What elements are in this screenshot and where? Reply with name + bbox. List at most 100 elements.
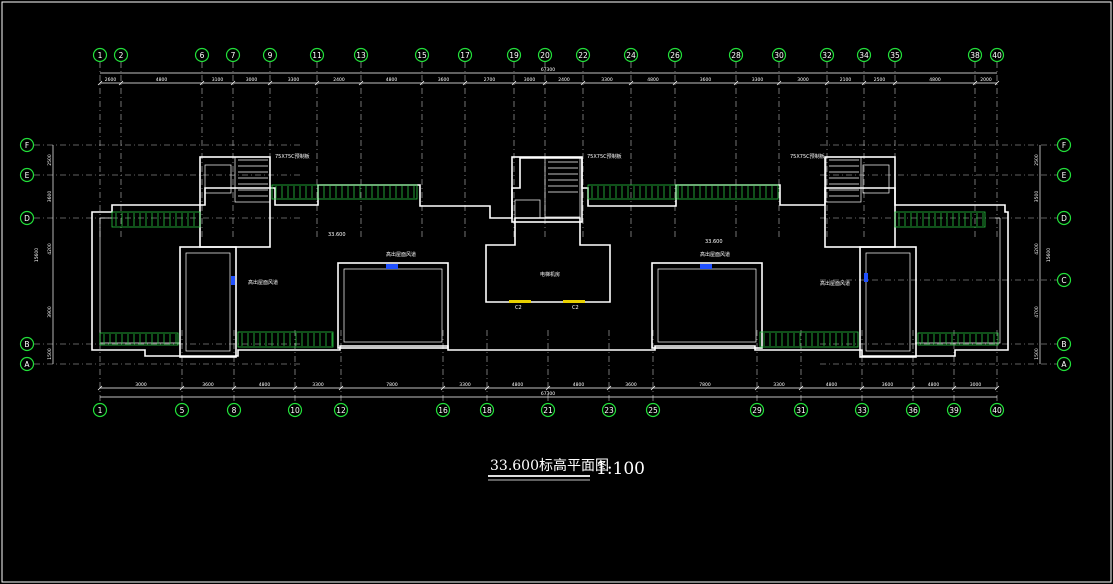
axis-bubble-bottom-39: 39: [946, 402, 962, 418]
dim-top-tick: [118, 80, 124, 86]
dim-top-text: 2100: [840, 77, 852, 83]
dim-bottom-total: 67300: [541, 391, 555, 397]
axis-bubble-top-20: 20: [537, 47, 553, 63]
dim-top-tick: [542, 80, 548, 86]
dim-top-text: 3000: [246, 77, 258, 83]
axis-bubble-right-F: F: [1056, 137, 1072, 153]
axis-bubble-bottom-1-label: 1: [98, 406, 103, 415]
axis-bubble-bottom-10-label: 10: [290, 406, 300, 415]
axis-bubble-bottom-33-label: 33: [857, 406, 867, 415]
elevation-right-label: 33.600: [705, 239, 723, 245]
axis-bubble-right-D: D: [1056, 210, 1072, 226]
dim-bottom-text: 7800: [699, 382, 711, 388]
drawing-scale: 1:100: [596, 459, 645, 479]
dim-bottom-text: 3300: [459, 382, 471, 388]
vent-marker-3: [231, 276, 235, 285]
dim-bottom-text: 3300: [312, 382, 324, 388]
axis-bubble-top-40: 40: [989, 47, 1005, 63]
axis-bubble-bottom-39-label: 39: [949, 406, 959, 415]
dim-top-tick: [97, 80, 103, 86]
axis-bubble-top-32: 32: [819, 47, 835, 63]
dim-top-tick: [776, 80, 782, 86]
dim-bottom-text: 7800: [386, 382, 398, 388]
dim-top-text: 2000: [980, 77, 992, 83]
dim-top-tick: [314, 80, 320, 86]
axis-bubble-top-2: 2: [113, 47, 129, 63]
axis-bubble-left-B: B: [19, 336, 35, 352]
axis-bubble-bottom-23-label: 23: [604, 406, 614, 415]
axis-bubble-bottom-8: 8: [226, 402, 242, 418]
dim-bottom-tick: [338, 385, 344, 391]
axis-bubble-left-D-label: D: [24, 214, 30, 223]
axis-bubble-top-22: 22: [575, 47, 591, 63]
machine-room-label: 电梯机房: [540, 271, 560, 278]
axis-bubble-top-15: 15: [414, 47, 430, 63]
dim-top-text: 4800: [386, 77, 398, 83]
vent-marker-1: [386, 264, 398, 269]
axis-bubble-top-17: 17: [457, 47, 473, 63]
dim-top-tick: [824, 80, 830, 86]
axis-bubble-top-34-label: 34: [859, 51, 869, 60]
dim-left-total: 15600: [34, 248, 40, 262]
window-c2-right: [563, 300, 585, 303]
axis-bubble-top-1-label: 1: [98, 51, 103, 60]
dim-left-text: 1500: [47, 348, 53, 360]
dim-top-tick: [419, 80, 425, 86]
dim-top-text: 3600: [700, 77, 712, 83]
axis-bubble-top-35: 35: [887, 47, 903, 63]
dim-top-tick: [358, 80, 364, 86]
axis-bubble-right-A: A: [1056, 356, 1072, 372]
axis-bubble-right-C-label: C: [1061, 276, 1066, 285]
axis-bubble-top-2-label: 2: [119, 51, 124, 60]
axis-bubble-bottom-5: 5: [174, 402, 190, 418]
building-outline: [91, 156, 1009, 358]
axis-bubble-top-19-label: 19: [509, 51, 519, 60]
dim-bottom-text: 4800: [259, 382, 271, 388]
dim-top-text: 4800: [929, 77, 941, 83]
stair-right-label: 75X75C预制板: [790, 153, 825, 160]
dim-top-text: 3000: [797, 77, 809, 83]
axis-bubble-bottom-12: 12: [333, 402, 349, 418]
dim-top-text: 2500: [874, 77, 886, 83]
dim-bottom-tick: [97, 385, 103, 391]
axis-bubble-left-A-label: A: [24, 360, 30, 369]
axis-bubble-bottom-1: 1: [92, 402, 108, 418]
vent-marker-4: [864, 273, 868, 282]
dim-bottom-tick: [545, 385, 551, 391]
stair-left-label: 75X75C预制板: [275, 153, 310, 160]
dim-top-total: 67300: [541, 67, 555, 73]
axis-bubble-right-C: C: [1056, 272, 1072, 288]
dim-top-text: 2600: [105, 77, 117, 83]
axis-bubble-bottom-36: 36: [905, 402, 921, 418]
dim-top-tick: [672, 80, 678, 86]
dim-bottom-tick: [440, 385, 446, 391]
dim-bottom-tick: [798, 385, 804, 391]
dim-top-tick: [892, 80, 898, 86]
axis-bubble-bottom-29-label: 29: [752, 406, 762, 415]
dim-top-tick: [733, 80, 739, 86]
axis-bubble-top-19: 19: [506, 47, 522, 63]
vent-left-label: 高出屋面风道: [248, 279, 278, 286]
axis-bubble-bottom-33: 33: [854, 402, 870, 418]
vent-mid-right-label: 高出屋面风道: [700, 251, 730, 258]
dim-bottom-text: 3600: [625, 382, 637, 388]
axis-bubble-bottom-29: 29: [749, 402, 765, 418]
axis-bubble-bottom-18: 18: [479, 402, 495, 418]
axis-bubble-top-11: 11: [309, 47, 325, 63]
dim-bottom-tick: [910, 385, 916, 391]
axis-bubble-top-26-label: 26: [670, 51, 680, 60]
dim-right-text: 4200: [1034, 243, 1040, 255]
axis-bubble-bottom-31: 31: [793, 402, 809, 418]
axis-bubble-top-13-label: 13: [356, 51, 366, 60]
window-c2-left: [509, 300, 531, 303]
balcony-railings: [99, 184, 999, 348]
axis-bubble-bottom-25: 25: [645, 402, 661, 418]
dim-top-tick: [972, 80, 978, 86]
axis-bubble-top-11-label: 11: [312, 51, 322, 60]
dim-left-text: 3600: [47, 191, 53, 203]
dim-bottom-text: 3300: [773, 382, 785, 388]
axis-bubble-top-24-label: 24: [626, 51, 636, 60]
dim-top-text: 4800: [647, 77, 659, 83]
